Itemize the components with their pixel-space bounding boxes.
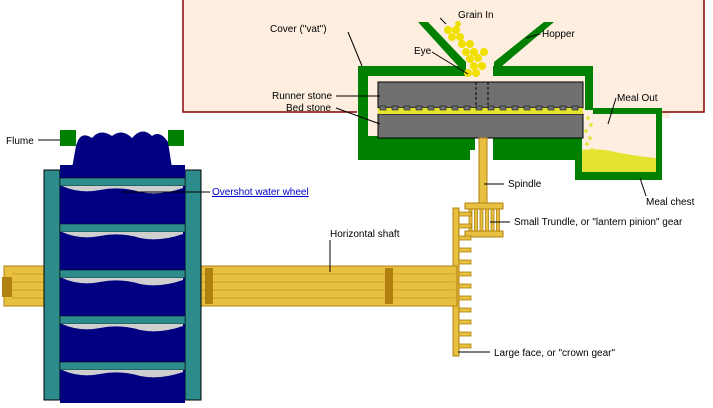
- small-trundle-bars: [468, 208, 500, 232]
- label-meal-chest: Meal chest: [646, 197, 695, 208]
- meal-chest-top: [593, 108, 662, 114]
- label-hopper: Hopper: [542, 29, 575, 40]
- stone-gap-grinding: [378, 105, 583, 114]
- spindle: [478, 137, 488, 205]
- label-spindle: Spindle: [508, 179, 542, 190]
- label-large-face: Large face, or "crown gear": [494, 348, 616, 359]
- meal-falling-grains: [584, 116, 594, 152]
- mill-room-border: [182, 0, 357, 113]
- shaft-band-1: [205, 268, 213, 304]
- runner-stone: [377, 81, 584, 109]
- label-eye: Eye: [414, 46, 432, 57]
- leader-lines: [38, 17, 647, 353]
- flume-left: [60, 130, 76, 146]
- hopper-left: [418, 22, 466, 76]
- label-small-trundle: Small Trundle, or "lantern pinion" gear: [514, 217, 683, 228]
- label-horizontal-shaft: Horizontal shaft: [330, 229, 400, 240]
- water-wheel-left-rim: [43, 169, 61, 401]
- meal-chest: [575, 110, 662, 180]
- label-cover: Cover ("vat"): [270, 24, 327, 35]
- cover-vat-right-bottom: [493, 136, 575, 160]
- label-meal-out: Meal Out: [617, 93, 658, 104]
- small-trundle-bottom: [464, 230, 504, 238]
- cover-vat-right: [493, 66, 593, 110]
- water-wheel-right-rim: [184, 169, 202, 401]
- meal-in-chest: [582, 149, 656, 172]
- label-bed-stone: Bed stone: [286, 103, 331, 114]
- small-trundle-top: [464, 202, 504, 210]
- shaft-band-2: [385, 268, 393, 304]
- link-overshot-water-wheel[interactable]: Overshot water wheel: [212, 187, 309, 198]
- bed-stone: [377, 113, 584, 139]
- grain-in-kernels: [444, 21, 488, 77]
- label-runner-stone: Runner stone: [272, 91, 332, 102]
- label-flume: Flume: [6, 136, 34, 147]
- crown-gear-teeth: [458, 211, 472, 349]
- label-grain-in: Grain In: [458, 10, 494, 21]
- shaft-end-cap: [2, 277, 12, 297]
- hopper-right: [494, 22, 554, 76]
- flume-water: [72, 131, 172, 168]
- mill-room-border-right: [662, 0, 705, 113]
- flume-right: [168, 130, 184, 146]
